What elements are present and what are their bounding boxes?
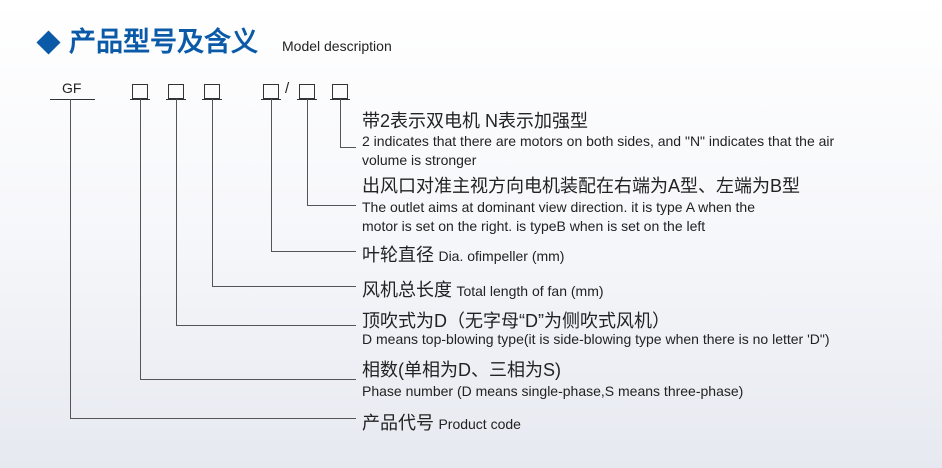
item-length: 风机总长度 Total length of fan (mm) xyxy=(362,276,604,302)
connector-line xyxy=(212,286,356,287)
divider xyxy=(50,99,95,100)
connector-line xyxy=(340,147,356,148)
connector-line xyxy=(340,99,341,148)
code-box-diameter xyxy=(263,84,279,99)
connector-line xyxy=(271,99,272,252)
connector-line xyxy=(307,205,356,206)
page-title: 产品型号及含义 Model description xyxy=(34,20,392,59)
item-phase-zh: 相数(单相为D、三相为S) xyxy=(362,360,561,380)
connector-line xyxy=(307,99,308,206)
code-box-blowing xyxy=(168,84,184,99)
item-outlet-en2: motor is set on the right. is typeB when… xyxy=(362,218,706,234)
code-box-phase xyxy=(132,84,148,99)
connector-line xyxy=(140,379,356,380)
title-en: Model description xyxy=(282,38,392,54)
diamond-icon xyxy=(36,30,61,55)
item-motor-en1: 2 indicates that there are motors on bot… xyxy=(362,133,835,149)
item-phase-en: Phase number (D means single-phase,S mea… xyxy=(362,383,744,399)
item-blowing-zh: 顶吹式为D（无字母“D”为侧吹式风机） xyxy=(362,311,670,331)
item-diameter-zh: 叶轮直径 xyxy=(362,245,434,265)
connector-line xyxy=(70,418,356,419)
connector-line xyxy=(271,251,356,252)
item-product-code: 产品代号 Product code xyxy=(362,409,521,435)
item-motor-zh: 带2表示双电机 N表示加强型 xyxy=(362,111,589,131)
item-outlet-zh: 出风口对准主视方向电机装配在右端为A型、左端为B型 xyxy=(362,176,801,196)
item-product-code-zh: 产品代号 xyxy=(362,413,434,433)
title-zh: 产品型号及含义 xyxy=(69,27,258,57)
item-blowing-en: D means top-blowing type(it is side-blow… xyxy=(362,331,830,347)
item-motor-en2: volume is stronger xyxy=(362,152,477,168)
code-box-length xyxy=(204,84,220,99)
code-box-outlet xyxy=(299,84,315,99)
item-diameter: 叶轮直径 Dia. ofimpeller (mm) xyxy=(362,241,564,267)
item-diameter-en: Dia. ofimpeller (mm) xyxy=(438,248,565,264)
code-box-motor xyxy=(332,84,348,99)
connector-line xyxy=(176,325,356,326)
code-prefix: GF xyxy=(62,80,82,96)
item-length-zh: 风机总长度 xyxy=(362,280,452,300)
connector-line xyxy=(176,99,177,326)
code-separator: / xyxy=(285,80,290,97)
connector-line xyxy=(70,99,71,419)
item-length-en: Total length of fan (mm) xyxy=(456,283,604,299)
connector-line xyxy=(140,99,141,380)
item-product-code-en: Product code xyxy=(438,416,521,432)
item-outlet-en1: The outlet aims at dominant view directi… xyxy=(362,199,755,215)
connector-line xyxy=(212,99,213,287)
